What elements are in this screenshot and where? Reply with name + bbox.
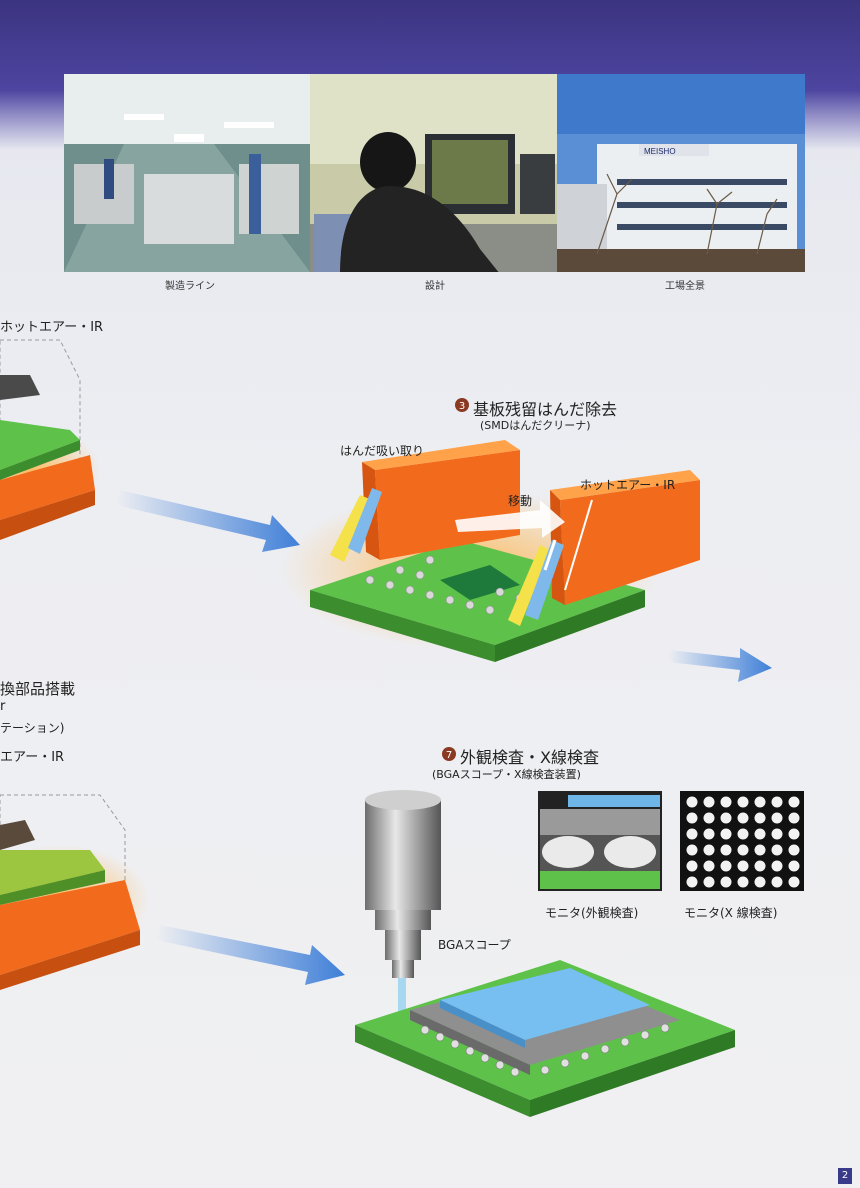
xray-screen [680, 791, 804, 891]
xray-ball [788, 860, 800, 872]
xray-ball [788, 844, 800, 856]
label-bga-scope: BGAスコープ [438, 938, 511, 952]
bga-board [355, 960, 735, 1117]
label-solder-suction: はんだ吸い取り [340, 444, 425, 458]
xray-ball [737, 828, 749, 840]
xray-ball [771, 860, 783, 872]
xray-ball [703, 812, 715, 824]
xray-ball [771, 828, 783, 840]
photo-factory-exterior: MEISHO [557, 74, 805, 272]
xray-ball [771, 876, 783, 888]
photo-factory-line [64, 74, 310, 272]
xray-ball [754, 876, 766, 888]
left-top-label: ホットエアー・IR [0, 320, 104, 335]
xray-ball [737, 860, 749, 872]
xray-ball [771, 796, 783, 808]
label-monitor-visual: モニタ(外観検査) [545, 906, 639, 920]
caption-factory-line: 製造ライン [165, 281, 215, 292]
step7-number: 7 [446, 750, 452, 761]
xray-ball [686, 812, 698, 824]
xray-ball [754, 796, 766, 808]
label-move: 移動 [508, 494, 533, 508]
caption-factory-exterior: 工場全景 [665, 281, 705, 292]
left-mid-device [0, 794, 150, 990]
xray-ball [720, 844, 732, 856]
xray-ball [686, 860, 698, 872]
xray-ball [754, 860, 766, 872]
left-top-device [0, 339, 100, 540]
step7-subtitle: (BGAスコープ・X線検査装置) [432, 768, 581, 781]
xray-ball [686, 876, 698, 888]
xray-ball [737, 796, 749, 808]
xray-ball [788, 796, 800, 808]
step3-number: 3 [459, 401, 465, 412]
xray-ball [703, 796, 715, 808]
xray-ball [703, 860, 715, 872]
xray-ball [754, 844, 766, 856]
xray-ball [737, 812, 749, 824]
label-monitor-xray: モニタ(X 線検査) [684, 906, 778, 920]
xray-ball [703, 844, 715, 856]
xray-ball [703, 876, 715, 888]
caption-design: 設計 [425, 281, 445, 292]
left-mid-line3: テーション) [0, 721, 65, 735]
step3-title: 基板残留はんだ除去 [473, 400, 618, 419]
building-sign: MEISHO [644, 147, 676, 156]
xray-ball [788, 828, 800, 840]
monitor-visual [538, 791, 662, 891]
xray-ball [754, 828, 766, 840]
step3-subtitle: (SMDはんだクリーナ) [480, 419, 591, 432]
step3-device [280, 440, 700, 662]
xray-ball [720, 812, 732, 824]
xray-ball [771, 844, 783, 856]
left-mid-line4: エアー・IR [0, 750, 65, 765]
xray-ball [737, 876, 749, 888]
xray-ball [720, 860, 732, 872]
xray-ball [737, 844, 749, 856]
bga-scope [365, 790, 441, 1028]
xray-ball [788, 876, 800, 888]
xray-ball [720, 876, 732, 888]
label-hot-air: ホットエアー・IR [580, 478, 676, 492]
step7-title: 外観検査・X線検査 [460, 748, 599, 767]
xray-ball [686, 796, 698, 808]
page-number: 2 [838, 1168, 852, 1184]
xray-ball [720, 828, 732, 840]
photo-design-office [310, 74, 557, 272]
xray-ball [788, 812, 800, 824]
left-mid-line2: r [0, 699, 6, 714]
xray-ball [720, 796, 732, 808]
left-mid-line1: 換部品搭載 [0, 680, 76, 698]
xray-ball [754, 812, 766, 824]
xray-ball [686, 844, 698, 856]
xray-ball [771, 812, 783, 824]
monitor-xray [680, 791, 804, 891]
xray-ball [686, 828, 698, 840]
xray-ball [703, 828, 715, 840]
